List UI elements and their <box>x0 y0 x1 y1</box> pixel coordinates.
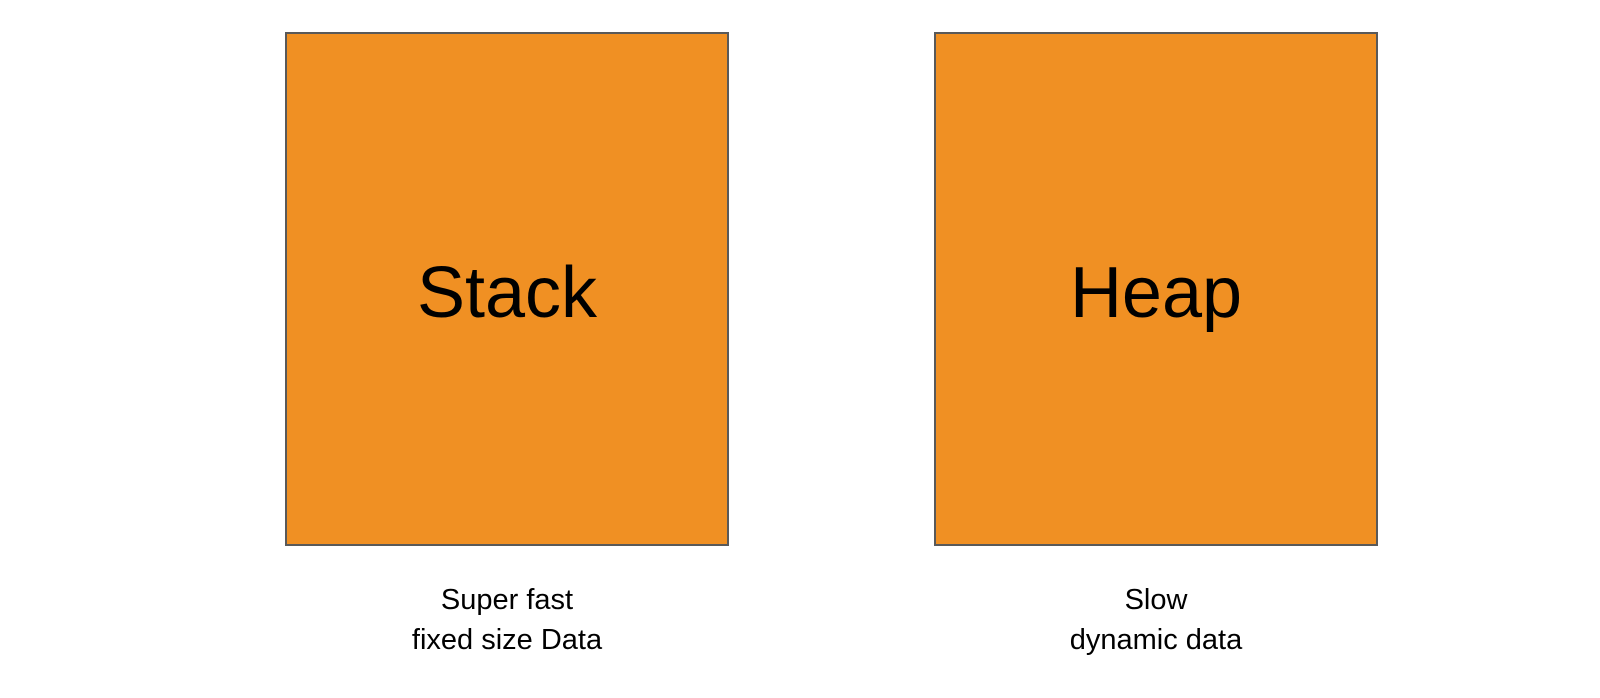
heap-caption: Slow dynamic data <box>934 580 1378 660</box>
heap-caption-line-2: dynamic data <box>1069 624 1243 656</box>
stack-block: Stack <box>285 32 729 546</box>
heap-label: Heap <box>1069 253 1243 333</box>
stack-caption-line-1: Super fast <box>440 584 574 616</box>
stack-label: Stack <box>416 253 598 333</box>
heap-caption-line-1: Slow <box>1124 584 1188 616</box>
stack-caption: Super fast fixed size Data <box>285 580 729 660</box>
stack-caption-line-2: fixed size Data <box>411 624 603 656</box>
heap-block: Heap <box>934 32 1378 546</box>
